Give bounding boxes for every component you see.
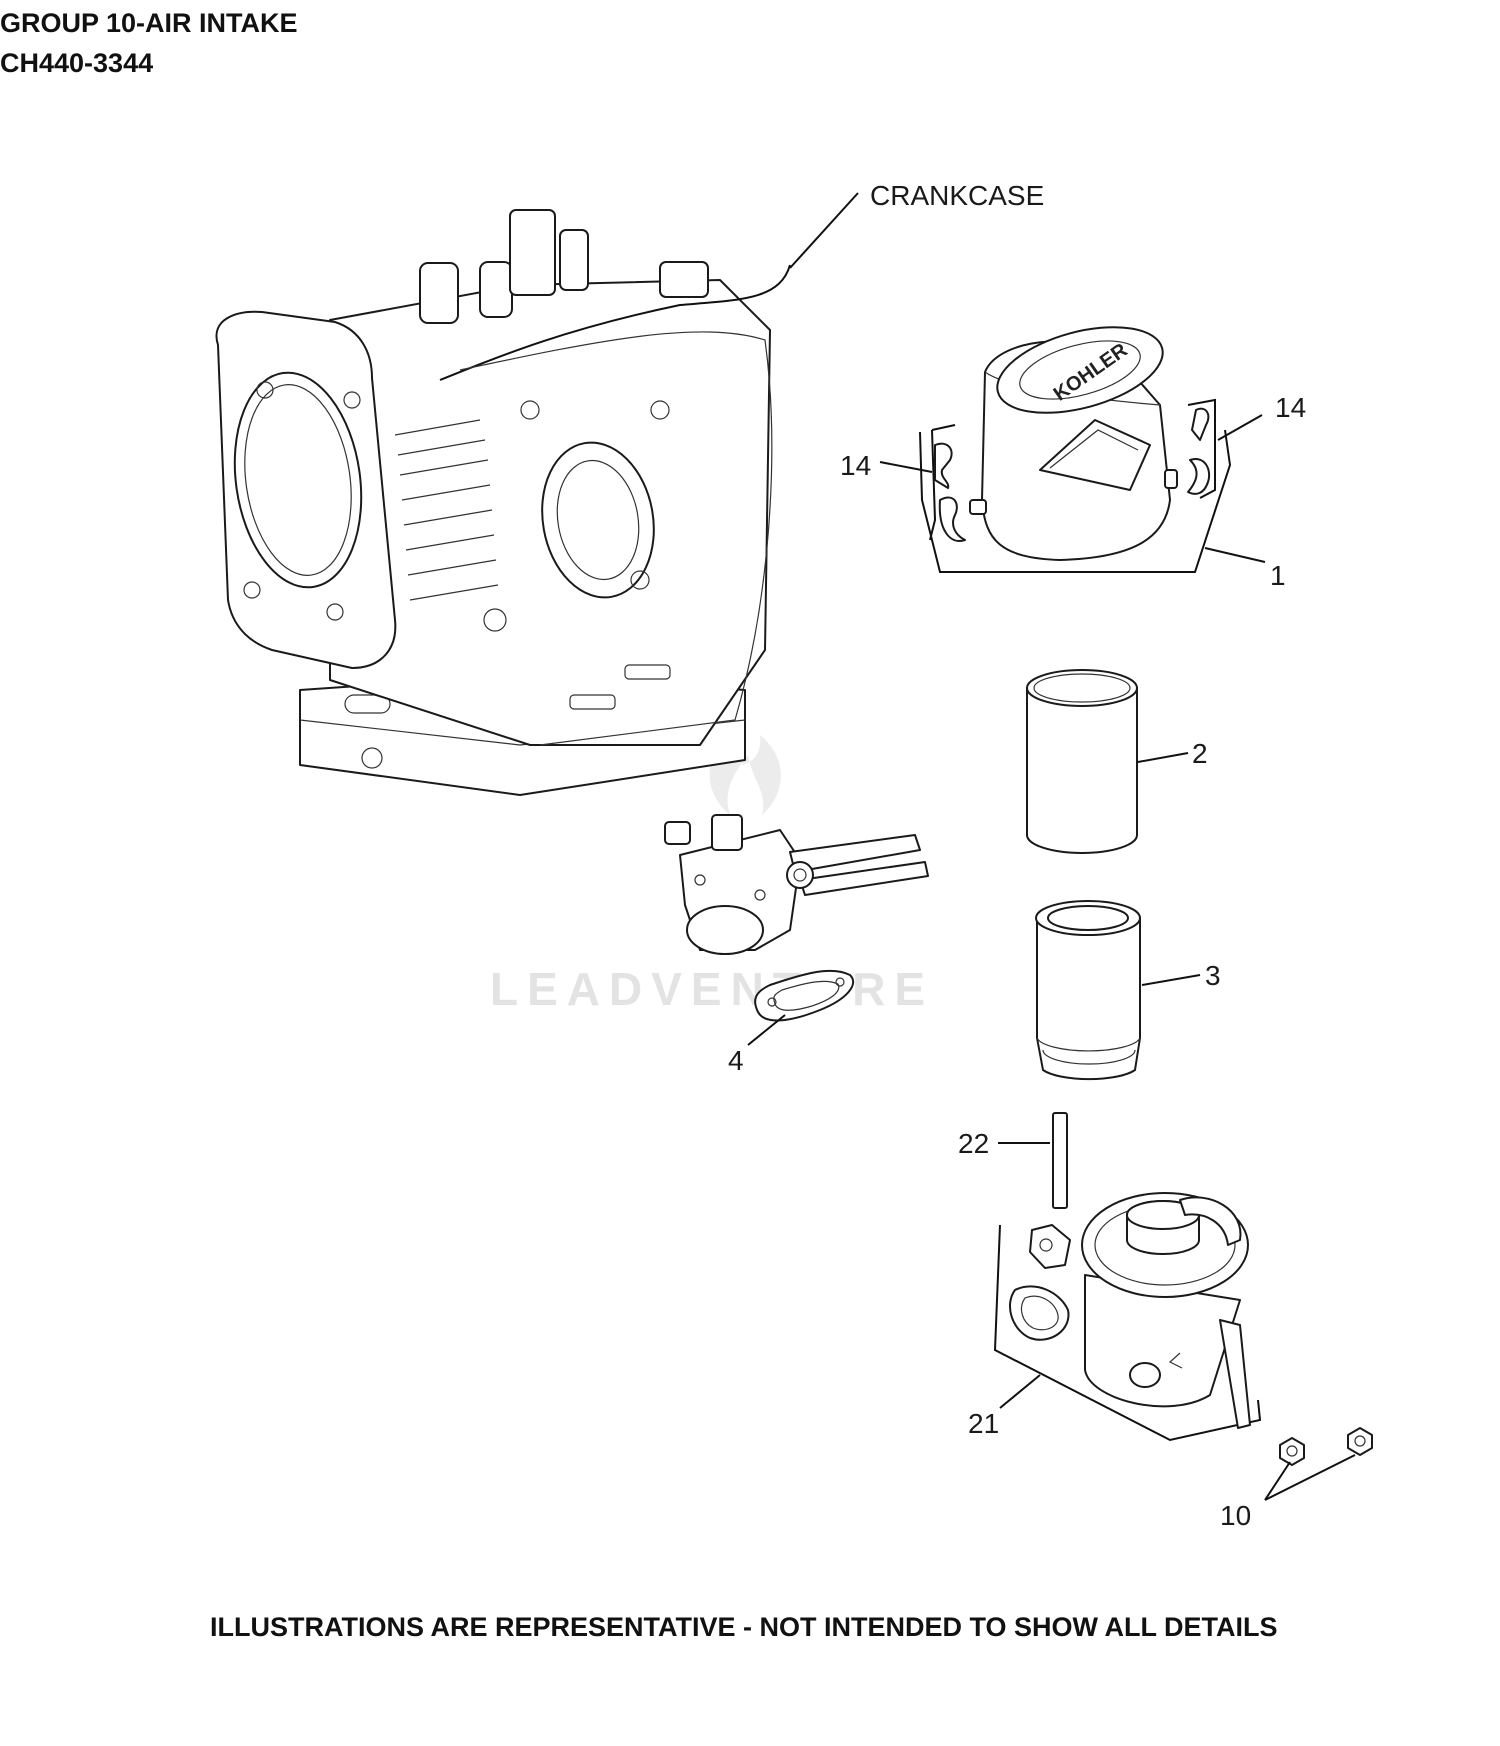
leader-2 [1137,752,1189,763]
clip-bracket-right [1187,398,1216,499]
leader-14-left [879,461,933,473]
footer-disclaimer: ILLUSTRATIONS ARE REPRESENTATIVE - NOT I… [210,1612,1278,1642]
leader-1 [1204,547,1266,563]
hex-nuts [1279,1427,1373,1466]
carburetor-gasket [754,969,855,1022]
clip-right-lower [1187,458,1210,495]
callout-2: 2 [1192,738,1208,769]
hex-nut-right [1347,1427,1373,1456]
air-filter-element [1035,900,1141,1081]
model-number: CH440-3344 [0,48,154,78]
leader-21 [999,1374,1041,1409]
callout-crankcase: CRANKCASE [870,180,1044,211]
leader-3 [1141,974,1201,986]
callout-21: 21 [968,1408,999,1439]
breather-tube [1052,1112,1068,1209]
callout-14-left: 14 [840,450,871,481]
group-bracket-1 [919,429,1232,573]
callout-4: 4 [728,1045,744,1076]
callout-14-right: 14 [1275,392,1306,423]
callout-3: 3 [1205,960,1221,991]
leader-14-right [1217,414,1263,441]
crankcase-illustration [215,209,791,796]
clip-bracket-left [929,424,956,541]
retaining-clips [929,398,1216,542]
air-cleaner-base [993,1192,1262,1442]
callout-10: 10 [1220,1500,1251,1531]
watermark-text: LEADVENTURE [490,963,934,1015]
clip-left-upper [934,442,953,489]
air-cleaner-cover: KOHLER [919,326,1232,573]
leader-4 [747,1014,786,1046]
pre-cleaner [1026,669,1138,854]
leader-10b [1264,1454,1356,1501]
clip-right-upper [1191,407,1210,441]
leader-crankcase [789,192,859,269]
callout-1: 1 [1270,560,1286,591]
group-bracket-21 [993,1224,1262,1442]
callout-22: 22 [958,1128,989,1159]
carburetor [664,814,929,955]
hex-nut-left [1279,1437,1305,1466]
leader-10a [1264,1461,1291,1501]
group-title: GROUP 10-AIR INTAKE [0,8,298,38]
clip-left-lower [938,496,966,542]
